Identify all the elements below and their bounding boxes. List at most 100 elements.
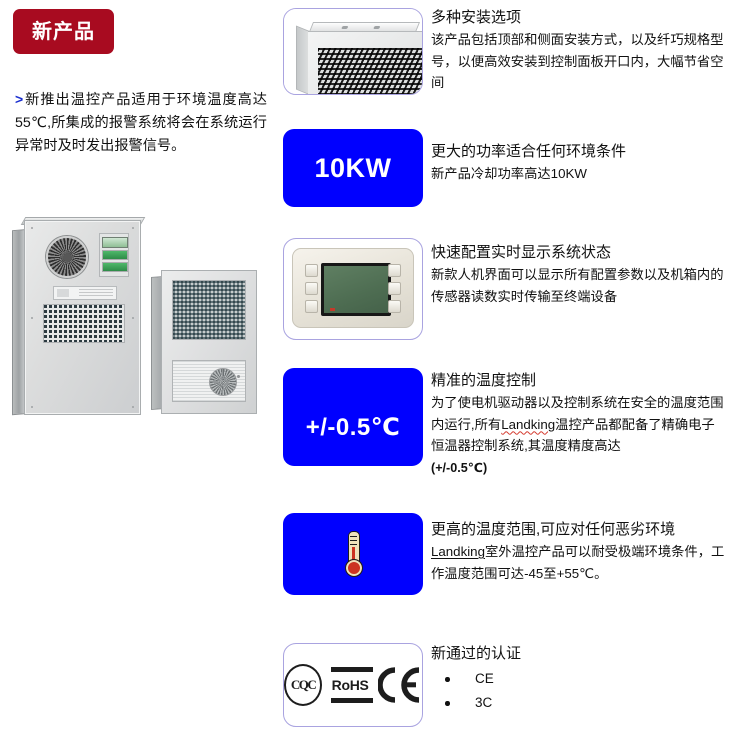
cqc-logo-icon: CQC <box>284 664 323 706</box>
brand-name: Landking <box>501 416 556 432</box>
status-strip-2 <box>102 262 128 272</box>
air-grille <box>43 304 125 343</box>
certification-logo-strip: CQC RoHS <box>284 644 422 726</box>
feature-body-text: 室外温控产品可以耐受极端环境条件，工作温度范围可达-45至+55℃。 <box>431 544 725 581</box>
hmi-controller-photo <box>283 238 423 340</box>
cabinet-front-face <box>308 31 422 94</box>
accuracy-badge: +/-0.5℃ <box>283 368 423 466</box>
thermometer-bulb <box>345 559 363 577</box>
rohs-logo-label: RoHS <box>331 677 369 693</box>
thermometer-tick <box>350 540 357 542</box>
air-grille <box>318 48 422 94</box>
unit-front-face <box>24 220 141 415</box>
feature-row-temperature-range: 更高的温度范围,可应对任何恶劣环境 Landking室外温控产品可以耐受极端环境… <box>278 513 733 595</box>
feature-list: 多种安装选项 该产品包括顶部和侧面安装方式，以及纤巧规格型号，以便高效安装到控制… <box>278 0 733 748</box>
feature-media: 10KW <box>278 129 426 207</box>
hmi-button-prg-icon <box>305 282 318 295</box>
product-photo <box>6 217 268 433</box>
feature-row-power: 10KW 更大的功率适合任何环境条件 新产品冷却功率高达10KW <box>278 129 733 207</box>
ce-logo-icon <box>378 666 422 704</box>
feature-text: 更高的温度范围,可应对任何恶劣环境 Landking室外温控产品可以耐受极端环境… <box>426 513 727 584</box>
feature-media: +/-0.5℃ <box>278 368 426 479</box>
feature-title: 精准的温度控制 <box>431 372 537 389</box>
list-item: 3C <box>445 691 521 715</box>
intro-text: 新推出温控产品适用于环境温度高达55℃,所集成的报警系统将会在系统运行异常时及时… <box>15 92 267 155</box>
rohs-logo-icon: RoHS <box>331 665 374 705</box>
accuracy-badge-label: +/-0.5℃ <box>305 414 401 441</box>
feature-body: 为了使电机驱动器以及控制系统在安全的温度范围内运行,所有Landking温控产品… <box>431 392 727 479</box>
unit-front-face <box>161 270 257 414</box>
chevron-right-icon: > <box>15 91 24 108</box>
list-item: CE <box>445 667 521 691</box>
feature-title: 多种安装选项 <box>431 9 522 26</box>
feature-text: 精准的温度控制 为了使电机驱动器以及控制系统在安全的温度范围内运行,所有Land… <box>426 368 727 479</box>
hmi-lcd-screen <box>321 263 391 316</box>
screw-icon <box>31 406 33 408</box>
feature-body: 该产品包括顶部和侧面安装方式，以及纤巧规格型号，以便高效安装到控制面板开口内，大… <box>431 32 724 90</box>
accuracy-emphasis: (+/-0.5℃) <box>431 460 488 475</box>
feature-row-mounting-options: 多种安装选项 该产品包括顶部和侧面安装方式，以及纤巧规格型号，以便高效安装到控制… <box>278 4 733 95</box>
hmi-button-esc-icon <box>305 300 318 313</box>
fan-icon <box>46 236 88 278</box>
feature-media <box>278 4 426 95</box>
product-unit-compact <box>151 270 257 415</box>
feature-row-certifications: CQC RoHS 新通过的认证 <box>278 643 733 727</box>
screw-icon <box>237 375 240 378</box>
rohs-bar-top <box>331 667 374 672</box>
hmi-controller-illustration <box>292 248 414 328</box>
mounting-options-photo <box>283 8 423 95</box>
hmi-button-down-icon <box>388 300 401 313</box>
hmi-button-up-icon <box>305 264 318 277</box>
feature-body: 新产品冷却功率高达10KW <box>431 166 587 181</box>
feature-title: 更高的温度范围,可应对任何恶劣环境 <box>431 521 676 538</box>
thermometer-tick <box>350 544 357 546</box>
feature-body: 新款人机界面可以显示所有配置参数以及机箱内的传感器读数实时传输至终端设备 <box>431 267 724 304</box>
feature-media: CQC RoHS <box>278 643 426 727</box>
feature-text: 多种安装选项 该产品包括顶部和侧面安装方式，以及纤巧规格型号，以便高效安装到控制… <box>426 4 727 94</box>
thermometer-icon <box>342 531 364 577</box>
screw-icon <box>132 406 134 408</box>
mount-lug-icon <box>373 26 381 29</box>
power-badge-label: 10KW <box>314 152 392 183</box>
feature-body-part2: 温控产品都配备了精确电子恒温器控制系统,其温度精度高达 <box>431 416 715 454</box>
hmi-button-alarm-icon <box>388 264 401 277</box>
feature-body: Landking室外温控产品可以耐受极端环境条件，工作温度范围可达-45至+55… <box>431 541 727 584</box>
air-grille <box>172 280 246 340</box>
feature-media <box>278 513 426 595</box>
screw-icon <box>132 227 134 229</box>
fan-icon <box>209 368 237 396</box>
status-strip-1 <box>102 250 128 260</box>
hmi-button-enter-icon <box>388 282 401 295</box>
cabinet-unit-illustration <box>284 9 422 94</box>
feature-title: 更大的功率适合任何环境条件 <box>431 143 627 160</box>
feature-title: 新通过的认证 <box>431 645 522 662</box>
brand-name: Landking <box>431 544 485 559</box>
control-panel <box>99 233 129 277</box>
feature-media <box>278 238 426 340</box>
thermometer-tick <box>350 536 357 538</box>
power-badge: 10KW <box>283 129 423 207</box>
new-product-badge: 新产品 <box>13 9 114 54</box>
feature-title: 快速配置实时显示系统状态 <box>431 244 612 261</box>
new-product-badge-label: 新产品 <box>32 20 95 43</box>
thermometer-mercury <box>351 547 355 567</box>
rohs-bar-bottom <box>331 698 374 703</box>
certification-logos: CQC RoHS <box>283 643 423 727</box>
lower-vent-panel <box>172 360 246 402</box>
product-label-plate <box>53 286 117 300</box>
intro-paragraph: >新推出温控产品适用于环境温度高达55℃,所集成的报警系统将会在系统运行异常时及… <box>15 88 267 158</box>
feature-text: 快速配置实时显示系统状态 新款人机界面可以显示所有配置参数以及机箱内的传感器读数… <box>426 238 727 307</box>
feature-text: 更大的功率适合任何环境条件 新产品冷却功率高达10KW <box>426 129 727 185</box>
feature-row-accuracy: +/-0.5℃ 精准的温度控制 为了使电机驱动器以及控制系统在安全的温度范围内运… <box>278 368 733 479</box>
certification-list: CE 3C <box>431 667 521 715</box>
left-column: 新产品 >新推出温控产品适用于环境温度高达55℃,所集成的报警系统将会在系统运行… <box>0 0 278 748</box>
screw-icon <box>31 317 33 319</box>
screw-icon <box>31 227 33 229</box>
mount-lug-icon <box>341 26 349 29</box>
product-unit-large <box>12 217 146 416</box>
feature-text: 新通过的认证 CE 3C <box>426 643 521 715</box>
feature-body-part1: 为了使电机驱动器以及控制系统在安全的温度范围内运行,所有 <box>431 395 724 432</box>
feature-row-hmi: 快速配置实时显示系统状态 新款人机界面可以显示所有配置参数以及机箱内的传感器读数… <box>278 238 733 340</box>
screw-icon <box>132 317 134 319</box>
lcd-display <box>102 237 128 248</box>
